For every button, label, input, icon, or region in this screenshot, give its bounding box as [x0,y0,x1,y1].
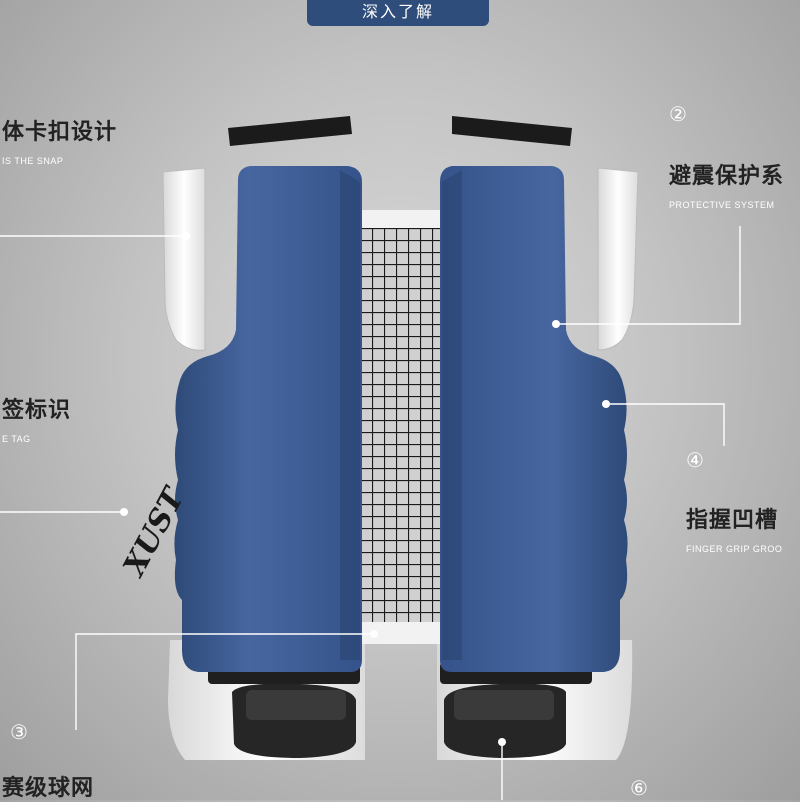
callout-tag-subtitle: E TAG [2,434,31,444]
callout-grip-subtitle: FINGER GRIP GROO [686,544,783,554]
callout-snap-title: 体卡扣设计 [2,120,118,145]
callout-grip-title: 指握凹槽 [686,508,779,533]
net [362,210,442,644]
snap-tab-left [162,167,206,351]
snap-tab-right [597,167,639,351]
callout-snap-subtitle: IS THE SNAP [2,156,64,166]
callout-3-number: ③ [10,720,28,744]
callout-2-number: ② [669,102,687,126]
top-clamp-right [452,116,572,146]
callout-protective-subtitle: PROTECTIVE SYSTEM [669,200,775,210]
callout-net-title: 赛级球网 [2,776,95,801]
callout-lines [0,226,741,800]
learn-more-button[interactable]: 深入了解 [307,0,489,26]
post-left [174,166,362,672]
top-clamp-left [228,116,352,146]
callout-4-number: ④ [686,448,704,472]
callout-tag-title: 签标识 [2,398,72,423]
post-right [440,166,628,672]
callout-6-number: ⑥ [630,776,648,800]
callout-dots [120,232,610,746]
callout-protective-title: 避震保护系 [669,164,785,189]
